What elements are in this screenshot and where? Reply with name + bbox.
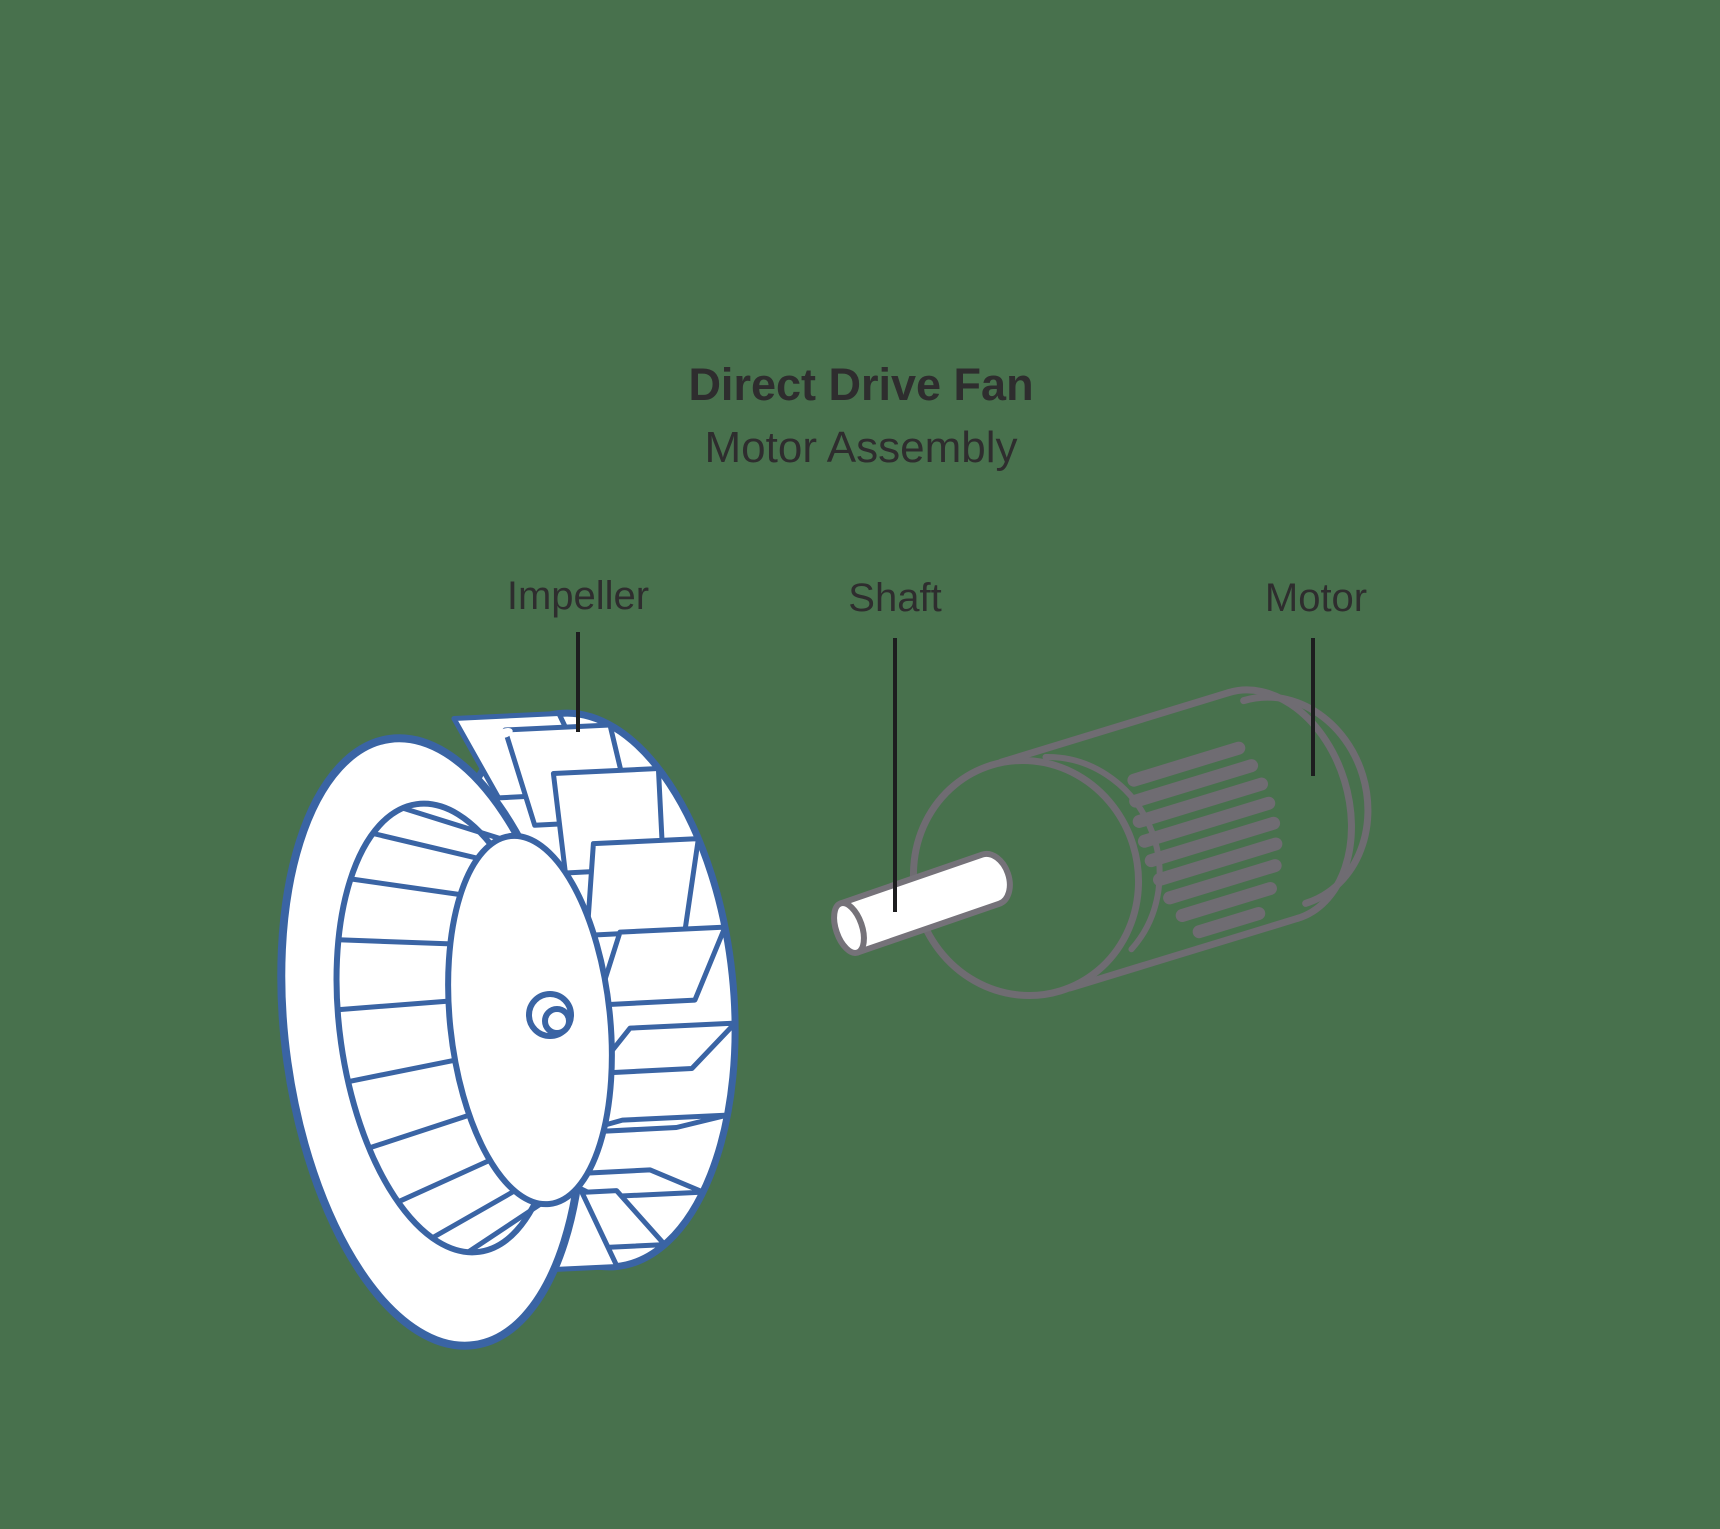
impeller-hub-bore-inner: [542, 1006, 572, 1036]
motor-vent-slot: [1192, 907, 1266, 939]
motor-bottom-edge: [1066, 914, 1302, 992]
motor-vent-slot: [1129, 759, 1259, 808]
impeller-inner-blade-edge: [368, 1112, 471, 1151]
shaft-group: [831, 850, 1013, 956]
motor-top-edge: [997, 689, 1233, 766]
impeller-inner-blade-edge: [350, 876, 461, 898]
motor-drawing: [909, 686, 1372, 999]
motor-vent-slot: [1132, 777, 1269, 828]
shaft-end-face: [831, 900, 867, 956]
motor-body-group: [909, 686, 1372, 999]
impeller-inner-blade-edge: [338, 937, 451, 947]
motor-vent-slot: [1163, 859, 1282, 905]
shaft-body: [837, 850, 1013, 956]
shaft-label: Shaft: [848, 576, 942, 620]
impeller-inner-blade-edge: [466, 1201, 543, 1255]
motor-label: Motor: [1264, 576, 1368, 620]
diagram-title: Direct Drive Fan: [688, 359, 1034, 410]
impeller-inner-blade-edge: [337, 998, 449, 1013]
impeller-inner-blade-edge: [347, 1057, 456, 1085]
motor-end-cap: [1240, 693, 1372, 907]
impeller-inner-blade-edge: [372, 831, 479, 861]
impeller-inner-blade-edge: [402, 805, 502, 842]
impeller-highlight-speck: [497, 727, 513, 739]
motor-vent-slot: [1175, 881, 1277, 922]
motor-vent-slot: [1137, 796, 1276, 848]
impeller-blade: [584, 836, 701, 938]
motor-vent-slot: [1127, 741, 1246, 787]
motor-vent-slot: [1152, 837, 1283, 887]
impeller-inner-blade-edge: [431, 1188, 516, 1241]
impeller-drawing: [277, 709, 739, 1350]
impeller-label: Impeller: [506, 574, 650, 618]
diagram-subtitle: Motor Assembly: [704, 423, 1018, 472]
impeller-inner-blade-edge: [397, 1157, 491, 1205]
motor-vent-slot: [1144, 816, 1281, 868]
shaft-drawing: [831, 850, 1013, 956]
leader-lines: [576, 632, 1315, 912]
